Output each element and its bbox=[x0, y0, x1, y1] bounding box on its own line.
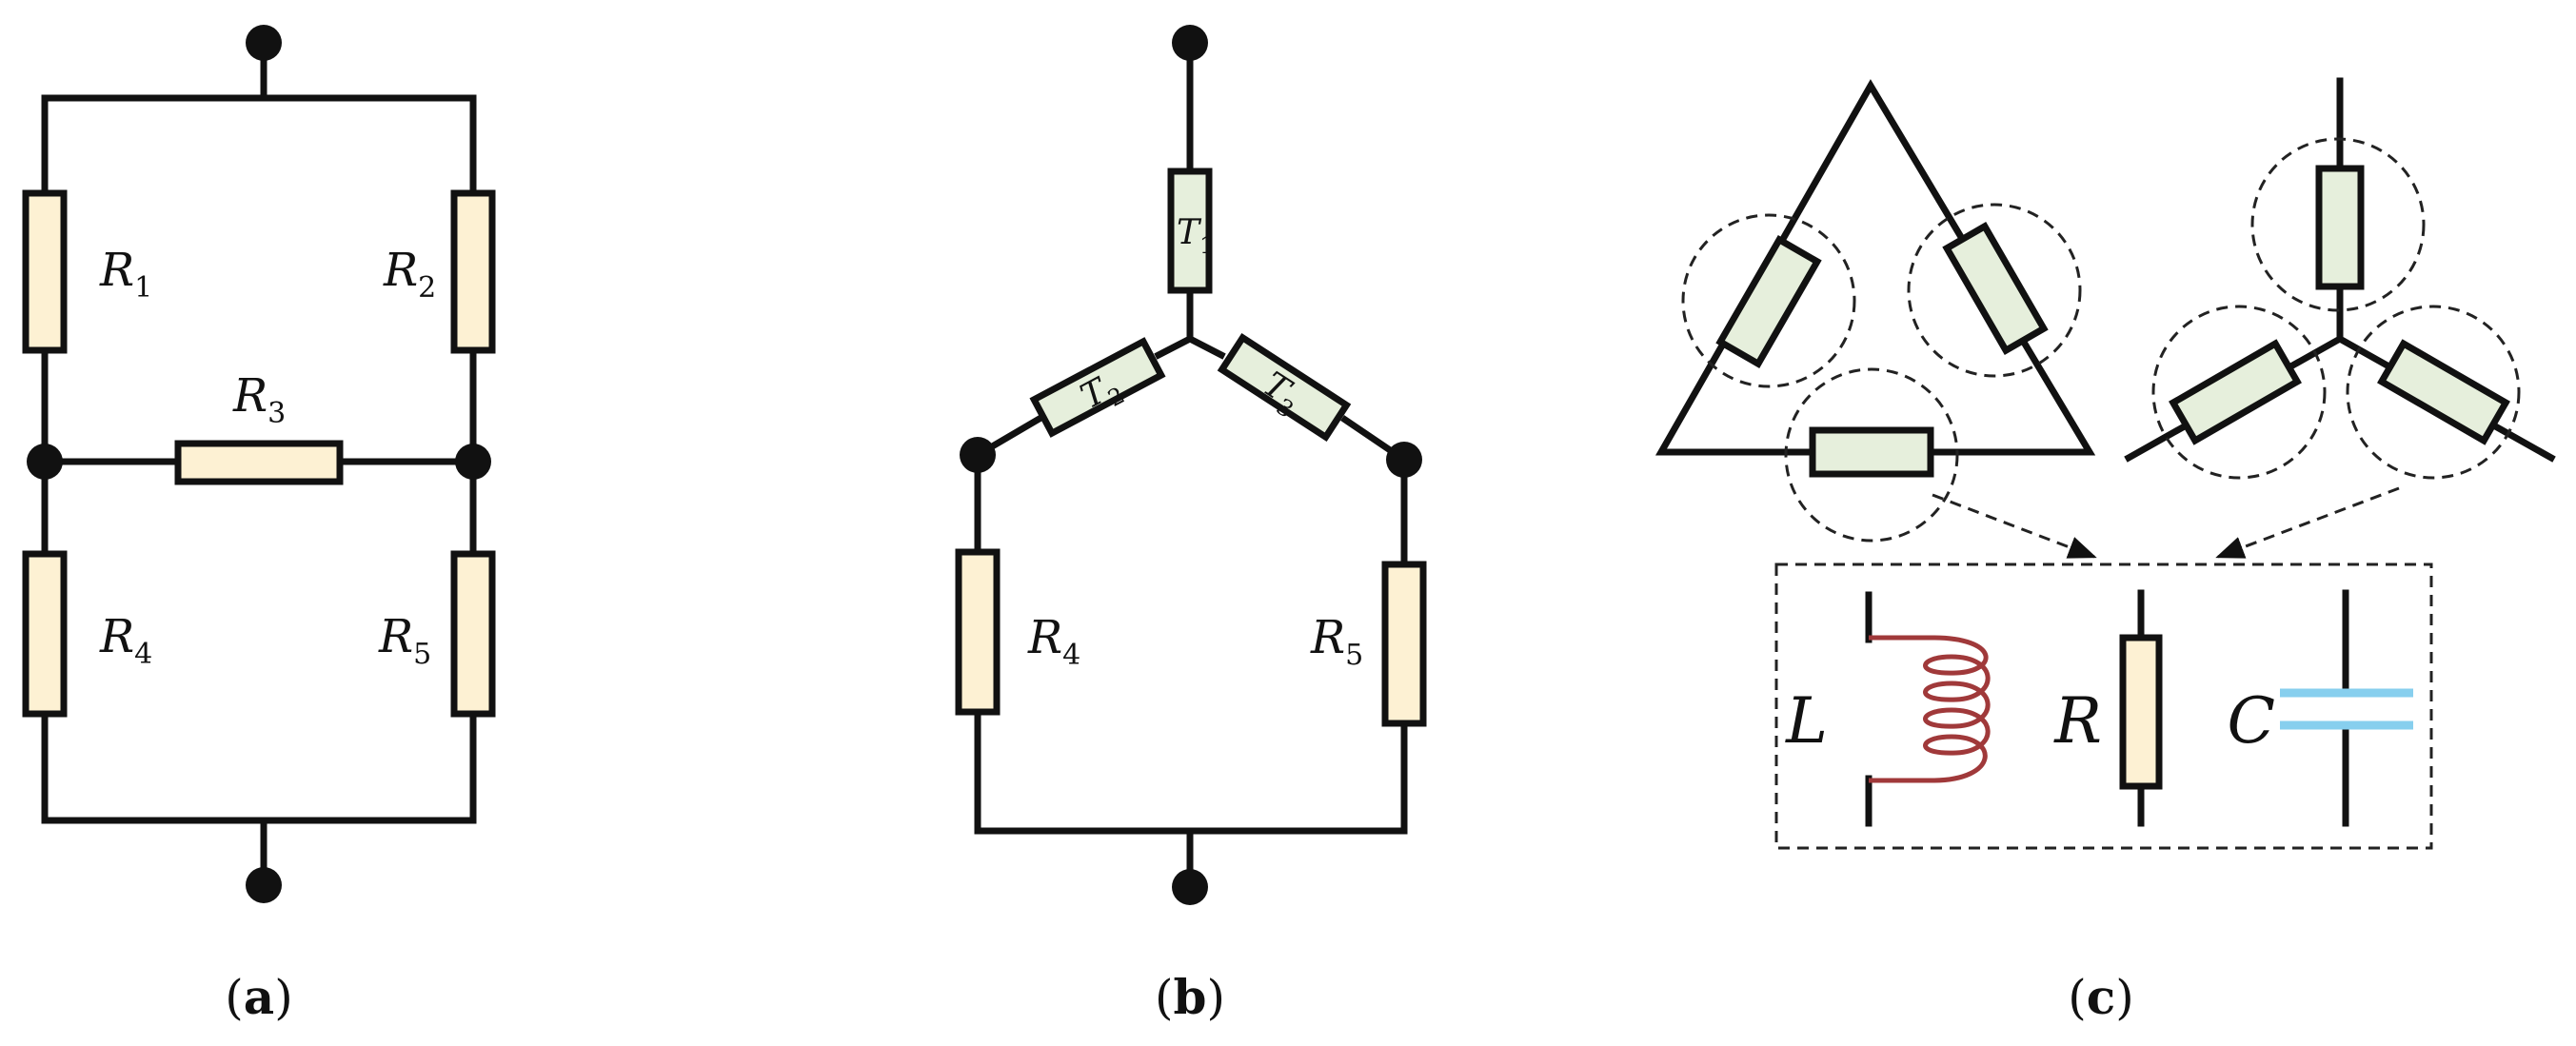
label-r1: R1 bbox=[99, 244, 152, 305]
resistor-body bbox=[2119, 634, 2163, 790]
resistor-symbol bbox=[2119, 589, 2163, 827]
wye-highlight-right bbox=[2346, 305, 2521, 480]
label-r5: R5 bbox=[378, 610, 431, 671]
transformer-t1 bbox=[1167, 168, 1213, 294]
top-terminal-node bbox=[246, 25, 282, 61]
arrow-from-delta bbox=[1932, 493, 2097, 559]
caption-c: (c) bbox=[2068, 969, 2133, 1025]
delta-highlight-right bbox=[1907, 203, 2082, 378]
panel-a-bridge-circuit: R1 R2 R3 R4 R5 (a) bbox=[22, 25, 496, 1025]
capacitor-plates bbox=[2280, 688, 2413, 730]
label-r5-b: R5 bbox=[1310, 611, 1363, 672]
transformer-t3 bbox=[1217, 332, 1352, 443]
capacitor-symbol bbox=[2280, 589, 2413, 827]
panel-a-wires bbox=[41, 39, 477, 889]
label-r2: R2 bbox=[383, 244, 436, 305]
inductor-coil bbox=[1869, 635, 1991, 783]
wye-resistor-top bbox=[2315, 165, 2365, 290]
component-legend-box bbox=[1774, 562, 2433, 850]
resistor-r1 bbox=[22, 189, 68, 354]
label-r4: R4 bbox=[99, 610, 152, 671]
delta-resistor-bottom bbox=[1809, 426, 1934, 478]
label-capacitor: C bbox=[2228, 684, 2276, 758]
delta-resistor-left bbox=[1715, 235, 1822, 368]
inductor-symbol bbox=[1865, 591, 1991, 827]
label-r4-b: R4 bbox=[1027, 611, 1080, 672]
resistor-r5 bbox=[450, 550, 496, 718]
right-junction-node bbox=[455, 444, 491, 480]
bottom-terminal-node bbox=[246, 867, 282, 903]
label-r3: R3 bbox=[232, 369, 286, 430]
left-node-b bbox=[960, 437, 996, 473]
resistor-r2 bbox=[450, 189, 496, 354]
resistor-r4 bbox=[22, 550, 68, 718]
panel-b-star-network: T1 T2 T3 R4 R5 (b) bbox=[955, 25, 1427, 1025]
resistor-r3 bbox=[174, 440, 344, 485]
delta-highlight-bottom bbox=[1784, 367, 1959, 543]
resistor-r5-b bbox=[1381, 561, 1427, 727]
wye-highlight-left bbox=[2151, 305, 2327, 480]
wye-highlight-top bbox=[2250, 137, 2426, 312]
delta-resistor-right bbox=[1942, 222, 2049, 355]
top-terminal-node-b bbox=[1172, 25, 1208, 61]
transformer-t2 bbox=[1029, 337, 1166, 438]
wye-resistor-right bbox=[2377, 339, 2510, 445]
caption-b: (b) bbox=[1155, 969, 1225, 1025]
label-inductor: L bbox=[1785, 684, 1828, 758]
panel-b-wires bbox=[973, 39, 1409, 891]
arrow-from-wye bbox=[2215, 486, 2400, 559]
caption-a: (a) bbox=[225, 969, 292, 1025]
panel-c-component-models: L R C (c) bbox=[1655, 77, 2556, 1025]
wye-resistor-left bbox=[2169, 339, 2302, 445]
label-t1: T1 bbox=[1177, 213, 1214, 259]
delta-triangle-wires bbox=[1655, 79, 2096, 456]
bottom-terminal-node-b bbox=[1172, 869, 1208, 905]
resistor-r4-b bbox=[955, 548, 1001, 716]
left-junction-node bbox=[27, 444, 63, 480]
right-node-b bbox=[1386, 442, 1422, 478]
label-resistor: R bbox=[2053, 684, 2102, 758]
delta-highlight-left bbox=[1681, 213, 1856, 388]
